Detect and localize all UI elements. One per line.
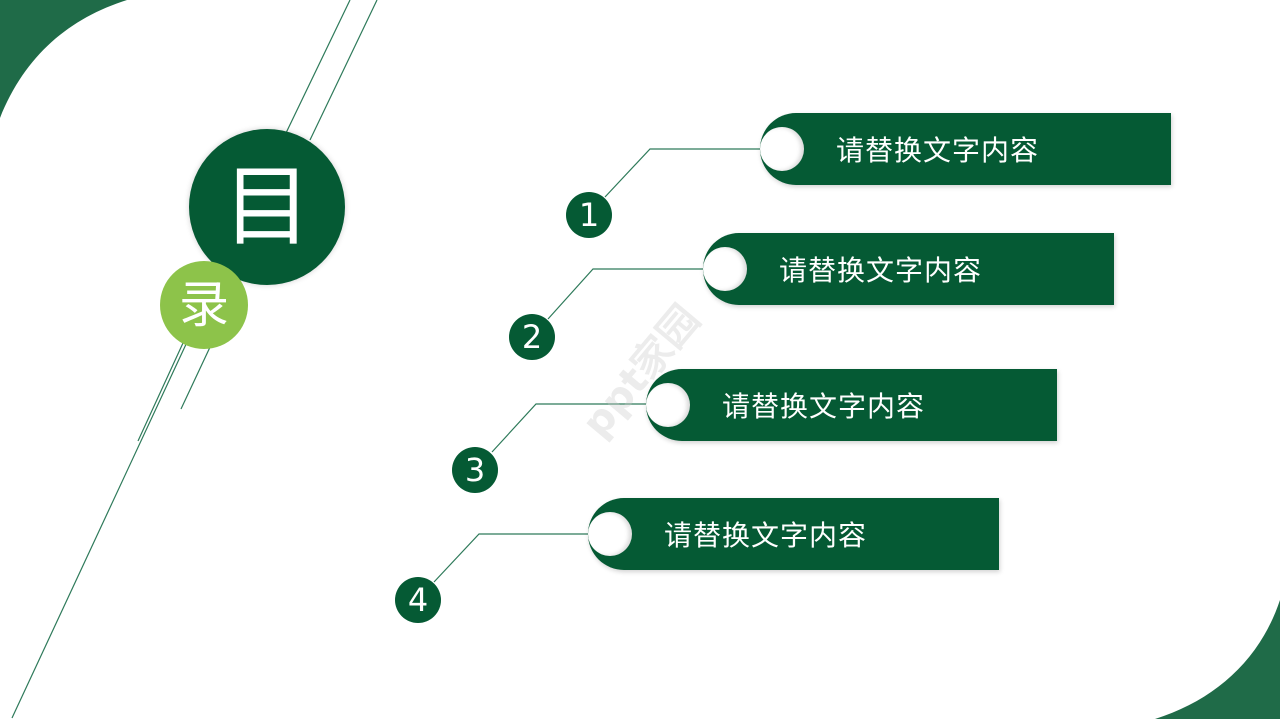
toc-item-3-label: 请替换文字内容 — [722, 390, 926, 423]
corner-shape-top-left — [0, 0, 127, 118]
connector-line-2 — [547, 268, 705, 320]
toc-item-4-banner[interactable]: 请替换文字内容 — [588, 498, 999, 570]
title-circle-main: 目 — [189, 129, 345, 285]
banner-hole-icon — [588, 512, 632, 556]
number-text: 2 — [521, 318, 543, 356]
toc-item-1-banner[interactable]: 请替换文字内容 — [760, 113, 1171, 185]
connector-line-3 — [491, 403, 648, 453]
number-text: 3 — [464, 451, 486, 489]
diagonal-line-lower-short — [137, 342, 184, 442]
banner-hole-icon — [646, 383, 690, 427]
diagonal-line-right — [309, 0, 378, 141]
banner-hole-icon — [760, 127, 804, 171]
corner-shape-bottom-right — [1155, 600, 1280, 719]
toc-item-4-number: 4 — [395, 577, 441, 623]
title-circle-secondary: 录 — [160, 261, 248, 349]
toc-item-2-label: 请替换文字内容 — [779, 254, 983, 287]
number-text: 4 — [407, 581, 429, 619]
diagonal-line-long — [285, 0, 351, 134]
title-char-2: 录 — [179, 276, 229, 334]
banner-hole-icon — [703, 247, 747, 291]
diagonal-line-lower-right — [180, 344, 212, 410]
diagonal-line-lower-long — [11, 339, 189, 719]
connector-line-4 — [433, 533, 590, 583]
toc-item-1-label: 请替换文字内容 — [836, 134, 1040, 167]
toc-item-3-number: 3 — [452, 447, 498, 493]
toc-item-2-banner[interactable]: 请替换文字内容 — [703, 233, 1114, 305]
number-text: 1 — [578, 196, 600, 234]
toc-item-4-label: 请替换文字内容 — [664, 519, 868, 552]
toc-item-1-number: 1 — [566, 192, 612, 238]
title-char-1: 目 — [222, 155, 311, 258]
toc-item-2-number: 2 — [509, 314, 555, 360]
connector-line-1 — [604, 148, 762, 198]
toc-item-3-banner[interactable]: 请替换文字内容 — [646, 369, 1057, 441]
